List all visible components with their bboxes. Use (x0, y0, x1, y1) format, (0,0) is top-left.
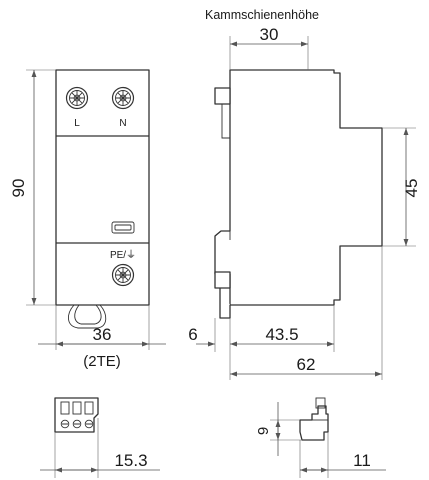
dimension-height-profile-label: 45 (402, 179, 421, 198)
connector-screw-2-icon (72, 419, 82, 429)
plug-pin (315, 397, 326, 409)
dimension-plug-width-label: 11 (353, 451, 371, 470)
din-rail-release-clip (68, 304, 107, 329)
dimension-plug-width: 11 (299, 432, 386, 478)
dimension-connector-width: 15.3 (40, 418, 160, 478)
din-rail-release-clip-inner (74, 304, 102, 325)
dimension-depth-clip: 6 (188, 318, 231, 380)
connector-screw-1-icon (60, 419, 70, 429)
dimension-connector-width-label: 15.3 (114, 451, 147, 470)
dimension-depth-body-label: 43.5 (265, 325, 298, 344)
plug-side-view (299, 397, 329, 441)
dimension-width-modules-label: (2TE) (83, 353, 121, 370)
terminal-label-l: L (74, 118, 80, 129)
status-indicator-inner (114, 224, 132, 231)
dimension-height-profile: 45 (382, 127, 421, 247)
dimension-height-total: 90 (9, 69, 56, 306)
front-housing (55, 69, 150, 306)
side-bottom-latch (214, 271, 231, 289)
dimension-height-total-label: 90 (9, 179, 28, 198)
dimension-plug-height: 9 (255, 402, 302, 456)
dimension-depth-clip-label: 6 (188, 325, 197, 344)
dimension-rail-height: Kammschienenhöhe 30 (205, 8, 319, 70)
terminal-connector-view (54, 397, 99, 433)
dimension-depth-total-label: 62 (297, 355, 316, 374)
front-view: L N PE/⏚ (55, 69, 150, 329)
side-housing-outline (214, 69, 383, 306)
screw-terminal-l-icon (65, 86, 89, 110)
side-rail-hook (214, 230, 231, 240)
connector-slot-3 (84, 401, 94, 415)
screw-terminal-n-icon (111, 86, 135, 110)
dimension-depth-body: 43.5 (230, 305, 335, 352)
side-bottom-foot (219, 288, 231, 319)
dimension-plug-height-label: 9 (255, 427, 272, 435)
side-top-latch (214, 87, 231, 105)
connector-screw-3-icon (84, 419, 94, 429)
status-indicator-window (111, 221, 135, 234)
dimension-width-front: 36 (2TE) (38, 305, 166, 370)
connector-slot-2 (72, 401, 82, 415)
terminal-label-pe: PE/⏚ (110, 249, 136, 261)
side-view (214, 69, 383, 319)
dimension-width-front-label: 36 (93, 325, 112, 344)
side-top-clip (221, 104, 230, 139)
terminal-label-n: N (119, 118, 126, 129)
connector-slot-1 (60, 401, 70, 415)
plug-outline (299, 405, 329, 441)
screw-terminal-pe-icon (111, 263, 135, 287)
dimension-depth-total: 62 (230, 246, 383, 380)
dimension-rail-height-label: 30 (260, 25, 279, 44)
rail-height-caption: Kammschienenhöhe (205, 8, 319, 22)
